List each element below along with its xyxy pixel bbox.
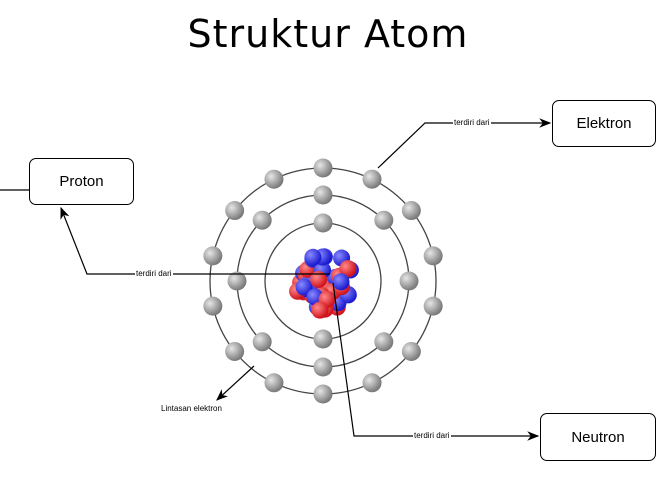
electron bbox=[225, 341, 245, 361]
connector-elektron bbox=[377, 118, 552, 169]
electron bbox=[252, 332, 272, 352]
nucleus bbox=[289, 248, 359, 319]
proton-box: Proton bbox=[29, 158, 134, 205]
electron bbox=[362, 169, 382, 189]
connector-proton bbox=[60, 206, 330, 275]
electron bbox=[313, 158, 333, 178]
electron bbox=[313, 384, 333, 404]
proton-link-label: terdiri dari bbox=[135, 269, 173, 279]
neutron-box: Neutron bbox=[540, 413, 656, 461]
connector-neutron bbox=[332, 282, 540, 441]
neutron-particle bbox=[332, 273, 350, 291]
electron bbox=[423, 296, 443, 316]
electron bbox=[362, 373, 382, 393]
electron bbox=[313, 185, 333, 205]
electron bbox=[313, 329, 333, 349]
electron bbox=[227, 271, 247, 291]
proton-particle bbox=[310, 270, 328, 288]
electron bbox=[401, 341, 421, 361]
electron bbox=[203, 296, 223, 316]
electron bbox=[225, 201, 245, 221]
proton-particle bbox=[311, 301, 329, 319]
electron bbox=[401, 201, 421, 221]
elektron-link-label: terdiri dari bbox=[453, 118, 491, 128]
orbit-label: Lintasan elektron bbox=[160, 404, 223, 414]
neutron-link-label: terdiri dari bbox=[413, 431, 451, 441]
electron bbox=[264, 169, 284, 189]
electron bbox=[423, 246, 443, 266]
elektron-box: Elektron bbox=[552, 100, 656, 147]
electron bbox=[374, 332, 394, 352]
electron bbox=[374, 210, 394, 230]
diagram-title: Struktur Atom bbox=[187, 12, 469, 56]
electron bbox=[203, 246, 223, 266]
neutron-particle bbox=[304, 248, 322, 266]
electron bbox=[399, 271, 419, 291]
neutron-particle bbox=[295, 278, 313, 296]
electron bbox=[252, 210, 272, 230]
electron bbox=[313, 357, 333, 377]
electron bbox=[313, 213, 333, 233]
electrons bbox=[203, 158, 443, 404]
electron bbox=[264, 373, 284, 393]
connector-orbit bbox=[216, 365, 255, 401]
proton-particle bbox=[339, 260, 357, 278]
